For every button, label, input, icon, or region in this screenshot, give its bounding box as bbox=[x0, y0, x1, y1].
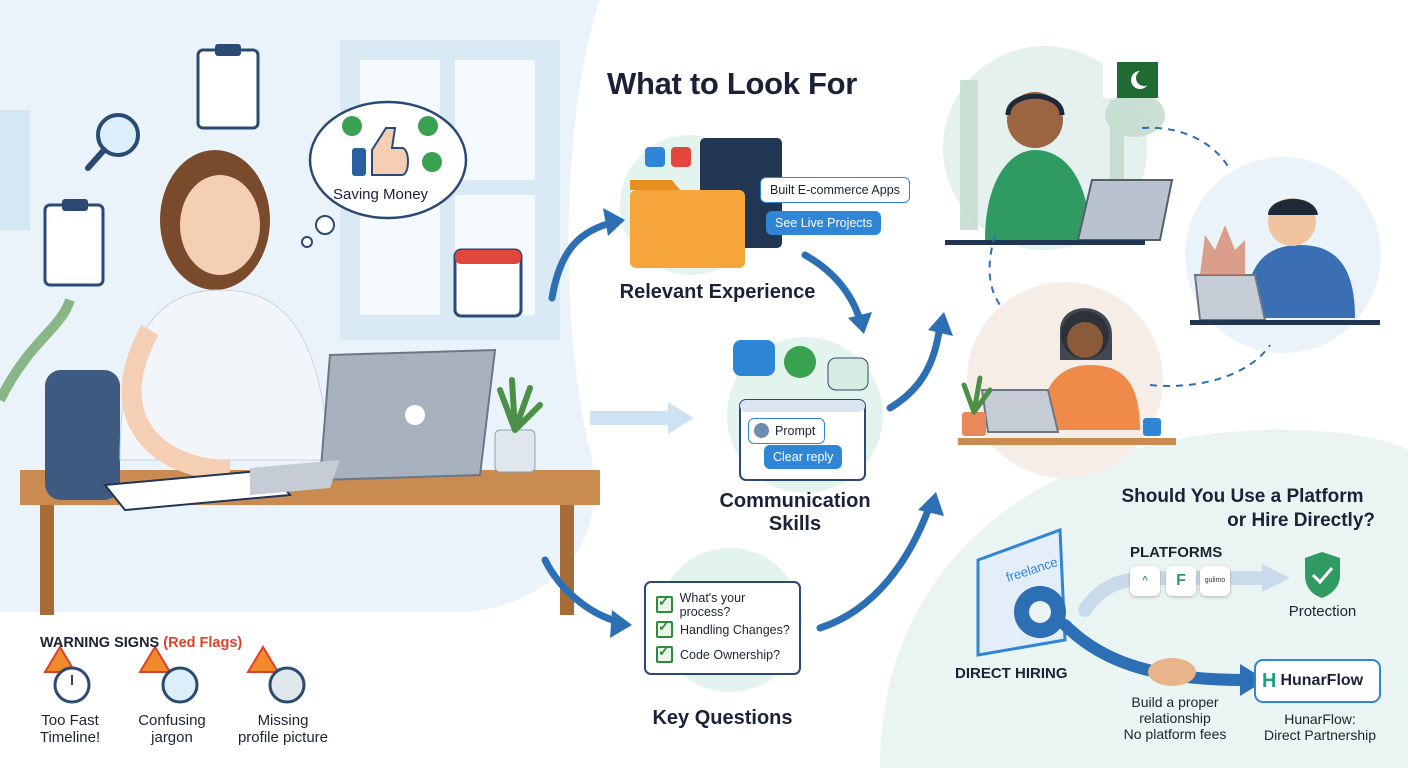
check-icon bbox=[656, 643, 673, 663]
check-icon bbox=[656, 593, 673, 613]
hunarflow-caption: HunarFlow: Direct Partnership bbox=[1263, 711, 1377, 743]
hunarflow-logo-text: HunarFlow bbox=[1280, 672, 1364, 689]
warning-item-profile: Missing profile picture bbox=[237, 712, 329, 746]
build-relationship-text: Build a proper relationship No platform … bbox=[1123, 694, 1227, 742]
page-title: What to Look For bbox=[607, 66, 858, 101]
warning-item-jargon: Confusing jargon bbox=[138, 712, 206, 746]
question-item: Code Ownership? bbox=[656, 642, 796, 667]
platform-logo-text: gulimo bbox=[1200, 566, 1230, 596]
platforms-label: PLATFORMS bbox=[1130, 544, 1223, 561]
questions-list: What's your process? Handling Changes? C… bbox=[656, 591, 796, 667]
relevant-experience-label: Relevant Experience bbox=[619, 281, 816, 303]
warning-title: WARNING SIGNS (Red Flags) bbox=[40, 635, 242, 651]
platform-logo-a: ^ bbox=[1130, 566, 1160, 596]
chip-prompt: Prompt bbox=[748, 418, 826, 444]
chip-live-projects: See Live Projects bbox=[766, 211, 882, 235]
warning-item-fast-timeline: Too Fast Timeline! bbox=[39, 712, 101, 746]
question-item: Handling Changes? bbox=[656, 617, 796, 642]
prompt-avatar-icon bbox=[754, 423, 769, 438]
question-item: What's your process? bbox=[656, 591, 796, 619]
protection-label: Protection bbox=[1288, 603, 1357, 620]
communication-label-line2: Skills bbox=[768, 513, 822, 535]
platform-logo-f: F bbox=[1166, 566, 1196, 596]
warning-title-main: WARNING SIGNS bbox=[40, 635, 160, 651]
check-icon bbox=[656, 618, 673, 638]
thought-bubble-label: Saving Money bbox=[333, 186, 429, 203]
chip-built-ecommerce: Built E-commerce Apps bbox=[760, 177, 910, 203]
communication-label-line1: Communication bbox=[719, 490, 871, 512]
chip-prompt-label: Prompt bbox=[775, 424, 816, 438]
hunarflow-mark-icon: H bbox=[1262, 669, 1277, 692]
warning-title-accent: (Red Flags) bbox=[163, 635, 243, 651]
hunarflow-logo: H HunarFlow bbox=[1262, 667, 1363, 695]
platform-title-line2: or Hire Directly? bbox=[1227, 510, 1375, 531]
key-questions-label: Key Questions bbox=[652, 707, 793, 729]
platform-title-line1: Should You Use a Platform bbox=[1121, 486, 1364, 507]
chip-clear-reply: Clear reply bbox=[764, 445, 843, 469]
direct-hiring-label: DIRECT HIRING bbox=[955, 665, 1068, 682]
